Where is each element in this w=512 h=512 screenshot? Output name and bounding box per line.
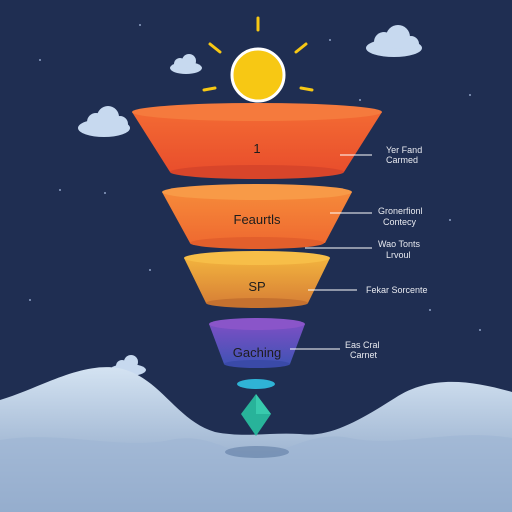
callout-1-line1: Yer Fand <box>386 145 422 155</box>
callout-3-line2: Lrvoul <box>386 250 411 260</box>
funnel-tier-2: Feaurtls <box>162 184 352 249</box>
callout-3-line1: Wao Tonts <box>378 239 421 249</box>
callout-lines <box>290 154 372 350</box>
funnel-tier-1: 1 <box>132 103 382 179</box>
funnel-tier-4: Gaching <box>209 318 305 368</box>
water-foreground <box>0 435 512 512</box>
tier-3-label: SP <box>248 279 265 294</box>
cloud-icon <box>170 54 202 74</box>
cloud-icon <box>78 106 130 137</box>
tier-2-label: Feaurtls <box>234 212 281 227</box>
tier-4-label: Gaching <box>233 345 281 360</box>
callout-2-line2: Contecy <box>383 217 417 227</box>
callout-2-line1: Gronerfionl <box>378 206 423 216</box>
callout-5-line1: Eas Cral <box>345 340 380 350</box>
funnel-tip-disc <box>237 379 275 389</box>
callout-4-line1: Fekar Sorcente <box>366 285 428 295</box>
sun-icon <box>202 16 314 103</box>
callout-5-line2: Carnet <box>350 350 378 360</box>
callout-1-line2: Carmed <box>386 155 418 165</box>
tier-1-label: 1 <box>253 141 260 156</box>
funnel-tier-3: SP <box>184 251 330 308</box>
stars <box>29 24 481 331</box>
water-ripple <box>225 446 289 458</box>
cloud-icon <box>366 25 422 57</box>
